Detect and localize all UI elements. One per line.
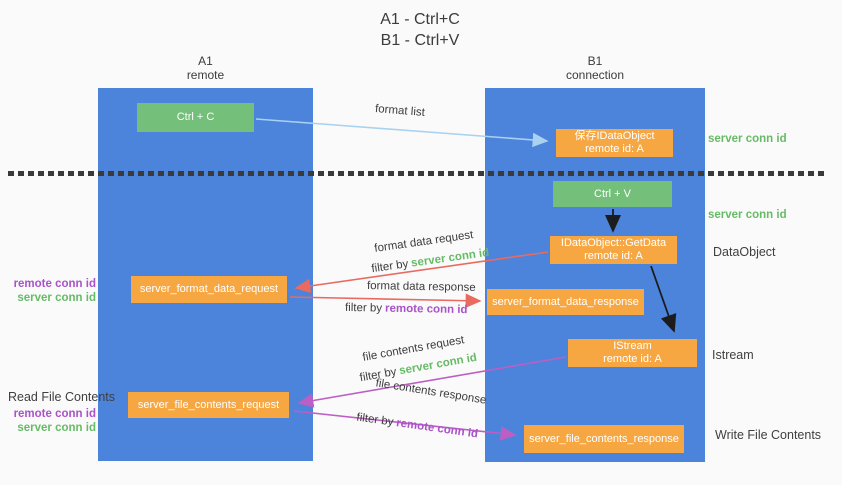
node-save-idataobject: 保存IDataObject remote id: A <box>556 129 673 157</box>
lane-header-b1: B1 connection <box>485 54 705 82</box>
title-line-2: B1 - Ctrl+V <box>380 32 460 49</box>
node-idataobject-getdata: IDataObject::GetData remote id: A <box>550 236 677 264</box>
node-server-file-contents-request: server_file_contents_request <box>128 392 289 418</box>
annotation-write-file-contents: Write File Contents <box>715 428 822 442</box>
node-file-req-label: server_file_contents_request <box>137 398 280 411</box>
diagram-title: A1 - Ctrl+C B1 - Ctrl+V <box>300 9 540 51</box>
node-server-format-data-response: server_format_data_response <box>487 289 644 315</box>
dotted-divider-line <box>8 171 824 176</box>
annotation-istream: Istream <box>712 348 754 362</box>
server-conn-id-text: server conn id <box>17 292 96 304</box>
node-ctrl-c: Ctrl + C <box>137 103 254 132</box>
server-conn-id-text: server conn id <box>410 246 490 270</box>
filter-by-text: filter by <box>355 411 395 429</box>
remote-conn-id-text: remote conn id <box>395 417 479 441</box>
node-server-format-data-request: server_format_data_request <box>131 276 287 303</box>
annotation-read-file-contents: Read File Contents <box>8 390 116 404</box>
node-save-line2: remote id: A <box>585 143 644 155</box>
lane-b1-name: B1 <box>587 54 603 68</box>
lane-a1-name: A1 <box>198 54 213 68</box>
node-server-file-contents-response: server_file_contents_response <box>524 425 684 453</box>
node-getdata-line2: remote id: A <box>584 250 643 262</box>
remote-conn-id-text: remote conn id <box>13 278 96 290</box>
node-format-req-label: server_format_data_request <box>139 283 279 295</box>
annotation-conn-ids-mid: remote conn id server conn id <box>0 277 96 305</box>
annotation-dataobject: DataObject <box>713 245 776 259</box>
title-line-1: A1 - Ctrl+C <box>380 11 460 28</box>
lane-b1-subtitle: connection <box>565 68 625 82</box>
remote-conn-id-text: remote conn id <box>13 408 96 420</box>
node-istream-line2: remote id: A <box>603 353 662 365</box>
node-istream: IStream remote id: A <box>568 339 697 367</box>
node-istream-line1: IStream <box>613 340 652 352</box>
node-ctrl-c-label: Ctrl + C <box>176 111 215 123</box>
annotation-server-conn-id-top: server conn id <box>708 133 787 145</box>
label-format-data-response: format data response <box>366 280 476 294</box>
node-getdata-line1: IDataObject::GetData <box>560 237 667 249</box>
node-ctrl-v: Ctrl + V <box>553 181 672 207</box>
server-conn-id-text: server conn id <box>17 422 96 434</box>
node-format-res-label: server_format_data_response <box>492 295 639 308</box>
node-save-line1: 保存IDataObject <box>574 130 655 142</box>
remote-conn-id-text: remote conn id <box>384 302 468 317</box>
label-file-contents-response: file contents response <box>374 377 488 407</box>
node-ctrl-v-label: Ctrl + V <box>594 187 631 200</box>
filter-by-text: filter by <box>370 258 410 276</box>
lane-a1-subtitle: remote <box>186 68 225 82</box>
label-format-list: format list <box>374 103 426 119</box>
annotation-conn-ids-bottom: remote conn id server conn id <box>0 407 96 435</box>
label-filter-by-remote-conn-id-2: filter byremote conn id <box>356 412 479 441</box>
annotation-server-conn-id-mid: server conn id <box>708 209 787 221</box>
filter-by-text: filter by <box>344 301 383 315</box>
arrow-format-data-response <box>289 293 482 308</box>
lane-header-a1: A1 remote <box>98 54 313 82</box>
node-file-res-label: server_file_contents_response <box>529 432 679 445</box>
